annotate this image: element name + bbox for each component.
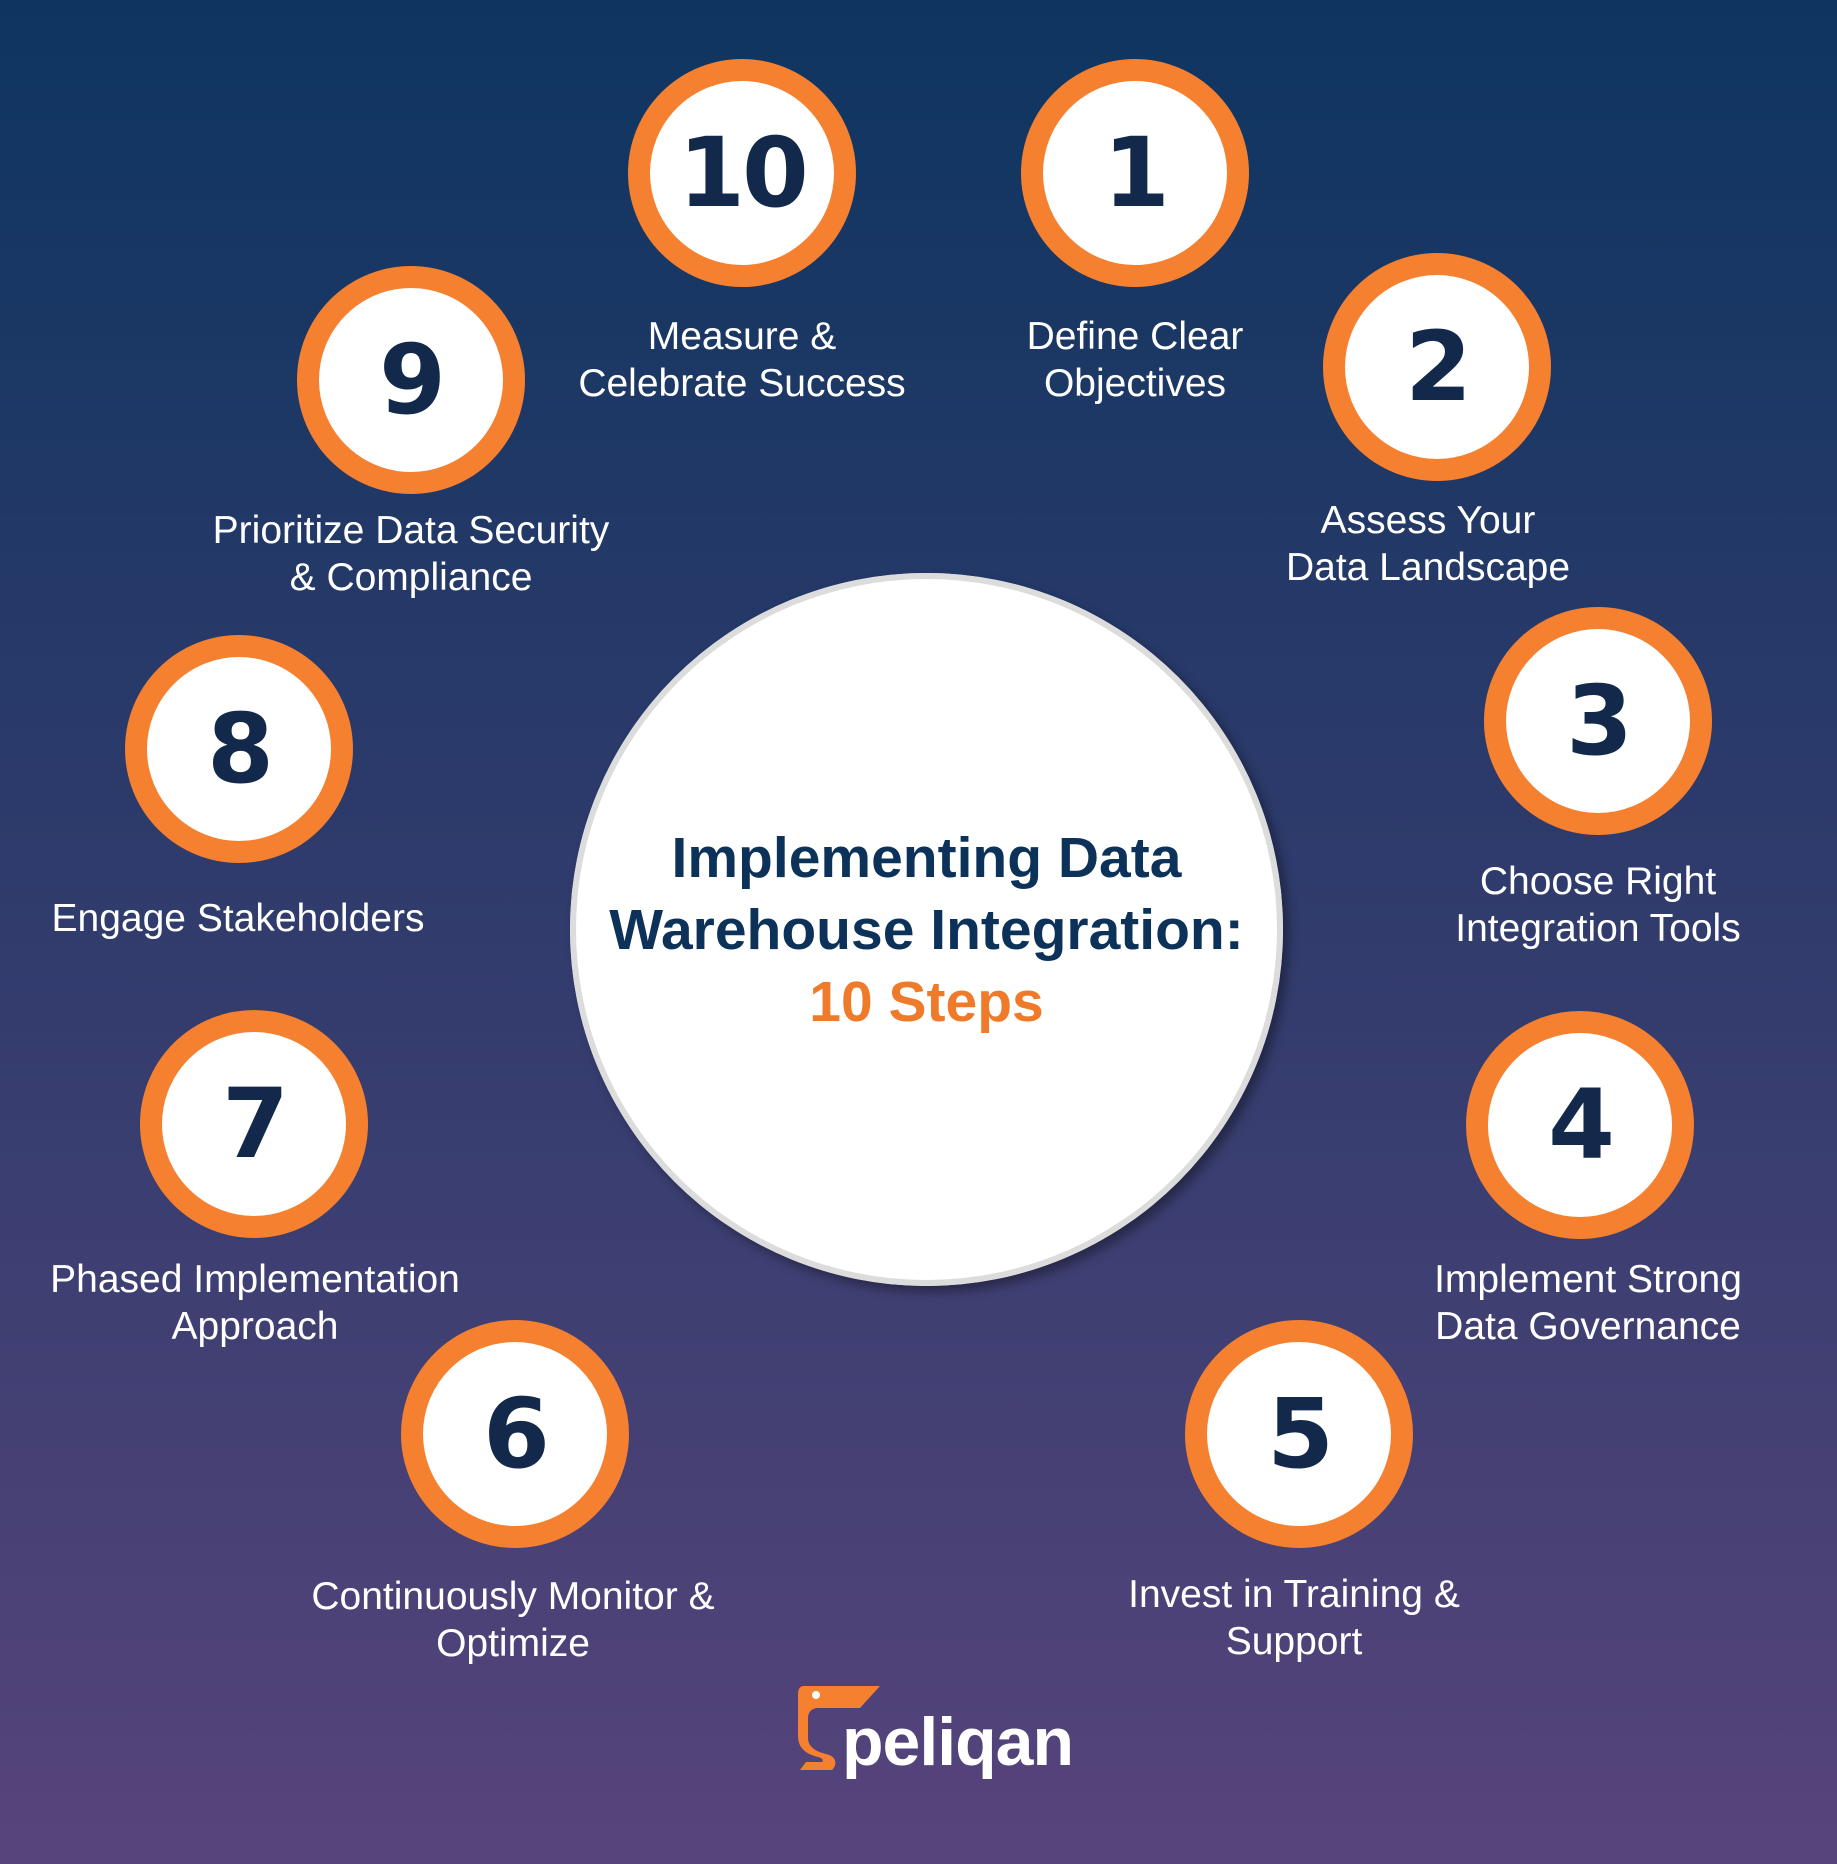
step-9-number: 9 [379,324,446,436]
center-title-circle: Implementing Data Warehouse Integration:… [570,573,1283,1286]
step-10-number: 10 [678,117,809,229]
step-10-badge: 10 [628,59,856,287]
step-10-label: Measure & Celebrate Success [578,315,906,405]
step-4-number: 4 [1548,1069,1615,1181]
title-line-1: Implementing Data [671,825,1182,890]
step-5-number: 5 [1267,1378,1334,1490]
step-1-label: Define Clear Objectives [1026,315,1244,405]
title-accent: 10 Steps [809,969,1044,1034]
step-1-badge: 1 [1021,59,1249,287]
step-3-badge: 3 [1484,607,1712,835]
step-9-badge: 9 [297,266,525,494]
step-6-label: Continuously Monitor & Optimize [311,1575,715,1665]
peliqan-logo: peliqan [784,1680,1074,1780]
step-2-label: Assess Your Data Landscape [1285,499,1571,589]
pelican-logo-icon [798,1686,880,1770]
step-8-label: Engage Stakeholders [51,897,425,940]
step-4-label: Implement Strong Data Governance [1434,1258,1742,1348]
step-8-number: 8 [207,693,274,805]
step-6-number: 6 [483,1378,550,1490]
step-5-label: Invest in Training & Support [1128,1573,1460,1663]
step-7-badge: 7 [140,1010,368,1238]
title-line-2: Warehouse Integration: [609,897,1244,962]
step-4-badge: 4 [1466,1011,1694,1239]
step-7-number: 7 [222,1068,289,1180]
step-7-label: Phased Implementation Approach [50,1258,460,1348]
step-2-number: 2 [1405,311,1472,423]
step-9-label: Prioritize Data Security & Compliance [212,509,610,599]
step-8-badge: 8 [125,635,353,863]
logo-text: peliqan [842,1704,1074,1780]
step-3-label: Choose Right Integration Tools [1455,860,1741,950]
step-3-number: 3 [1566,665,1633,777]
step-2-badge: 2 [1323,253,1551,481]
step-1-number: 1 [1103,117,1170,229]
step-6-badge: 6 [401,1320,629,1548]
step-5-badge: 5 [1185,1320,1413,1548]
